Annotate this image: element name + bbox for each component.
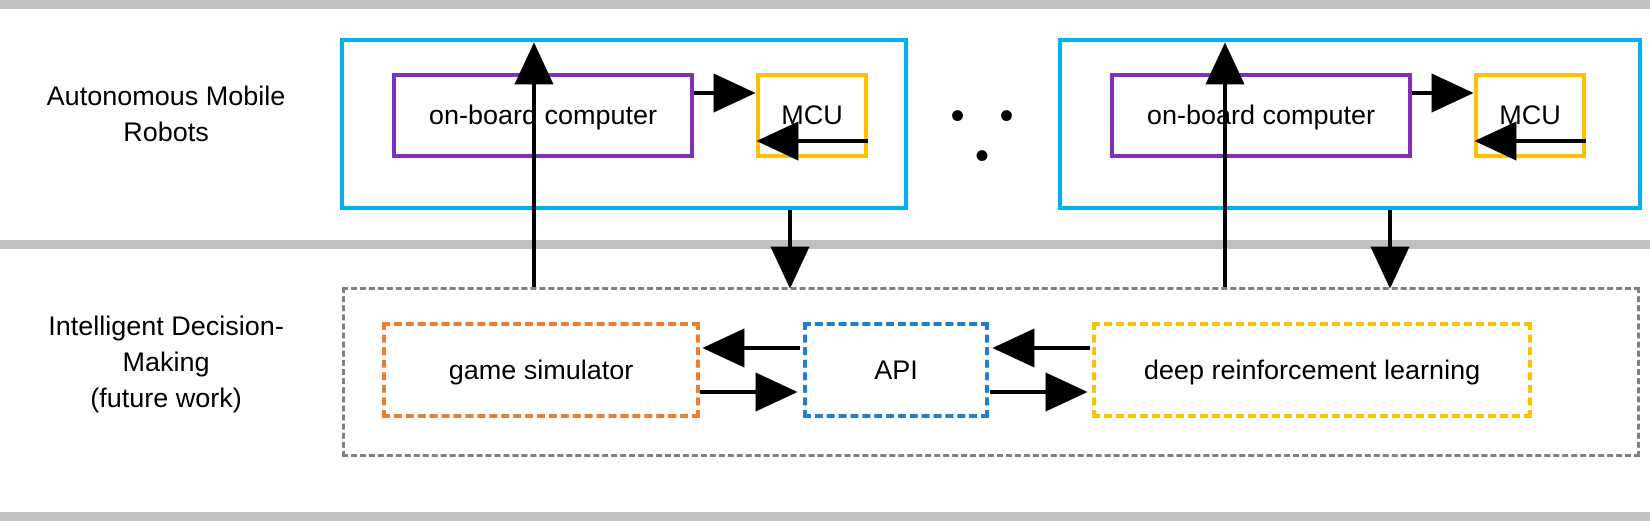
repeat-ellipsis: • • •	[950, 94, 1026, 178]
game-simulator-box[interactable]: game simulator	[382, 322, 700, 418]
on-board-computer-box-2[interactable]: on-board computer	[1110, 73, 1412, 158]
mcu-box-1[interactable]: MCU	[756, 73, 868, 158]
mcu-box-2[interactable]: MCU	[1474, 73, 1586, 158]
middle-divider-band	[0, 240, 1650, 249]
deep-reinforcement-learning-box[interactable]: deep reinforcement learning	[1092, 322, 1532, 418]
top-divider-band	[0, 0, 1650, 9]
row-label-intelligent-decision-making: Intelligent Decision- Making (future wor…	[48, 311, 284, 413]
on-board-computer-box-1[interactable]: on-board computer	[392, 73, 694, 158]
bottom-divider-band	[0, 512, 1650, 521]
api-box[interactable]: API	[803, 322, 989, 418]
row-label-autonomous-mobile-robots: Autonomous Mobile Robots	[46, 81, 286, 147]
